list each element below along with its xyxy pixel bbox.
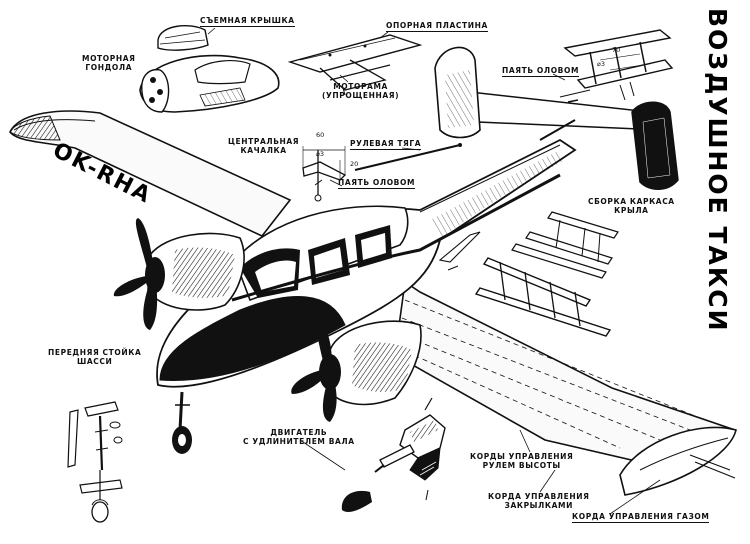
label-engine-shaft-extender: ДВИГАТЕЛЬ С УДЛИНИТЕЛЕМ ВАЛА bbox=[243, 428, 355, 446]
dim-bellcrank-height: 20 bbox=[350, 160, 359, 168]
wing-frame-parts bbox=[438, 211, 619, 337]
engine-nacelle-part bbox=[139, 54, 280, 113]
label-removable-cover: СЪЕМНАЯ КРЫШКА bbox=[200, 16, 295, 27]
dim-plate-width: 70 bbox=[612, 46, 621, 54]
label-solder-tin-mid: ПАЯТЬ ОЛОВОМ bbox=[338, 178, 416, 189]
nose-gear bbox=[172, 391, 192, 454]
support-plate-part bbox=[287, 34, 423, 96]
fuselage bbox=[156, 138, 577, 388]
right-wing bbox=[394, 280, 737, 496]
label-support-plate: ОПОРНАЯ ПЛАСТИНА bbox=[386, 21, 488, 32]
label-engine-nacelle: МОТОРНАЯ ГОНДОЛА bbox=[82, 54, 136, 72]
dim-plate-diameter: ⌀3 bbox=[597, 60, 606, 68]
front-gear-leg-parts bbox=[67, 401, 123, 523]
diagram-title: ВОЗДУШНОЕ ТАКСИ bbox=[703, 8, 732, 333]
label-center-bellcrank: ЦЕНТРАЛЬНАЯ КАЧАЛКА bbox=[228, 137, 300, 155]
left-wing bbox=[9, 110, 292, 237]
wing-frame-detail bbox=[559, 29, 674, 103]
label-rudder-rod: РУЛЕВАЯ ТЯГА bbox=[350, 139, 422, 150]
label-wing-frame-assembly: СБОРКА КАРКАСА КРЫЛА bbox=[588, 197, 675, 215]
label-front-gear-leg: ПЕРЕДНЯЯ СТОЙКА ШАССИ bbox=[48, 348, 142, 366]
label-engine-mount: МОТОРАМА (УПРОЩЕННАЯ) bbox=[322, 82, 400, 100]
dim-bellcrank-diameter: ⌀3 bbox=[316, 150, 325, 158]
left-engine bbox=[113, 218, 245, 330]
removable-cover-part bbox=[157, 24, 209, 51]
center-bellcrank-part bbox=[302, 143, 462, 202]
label-solder-tin-top: ПАЯТЬ ОЛОВОМ bbox=[502, 66, 580, 77]
tail-unit bbox=[434, 46, 679, 190]
label-elevator-control-lines: КОРДЫ УПРАВЛЕНИЯ РУЛЕМ ВЫСОТЫ bbox=[470, 452, 574, 470]
right-engine bbox=[291, 320, 422, 422]
label-throttle-control-line: КОРДА УПРАВЛЕНИЯ ГАЗОМ bbox=[572, 512, 710, 523]
engine-shaft-extender-part bbox=[341, 397, 446, 513]
label-flap-control-line: КОРДА УПРАВЛЕНИЯ ЗАКРЫЛКАМИ bbox=[488, 492, 590, 510]
dim-bellcrank-width: 60 bbox=[316, 131, 325, 139]
